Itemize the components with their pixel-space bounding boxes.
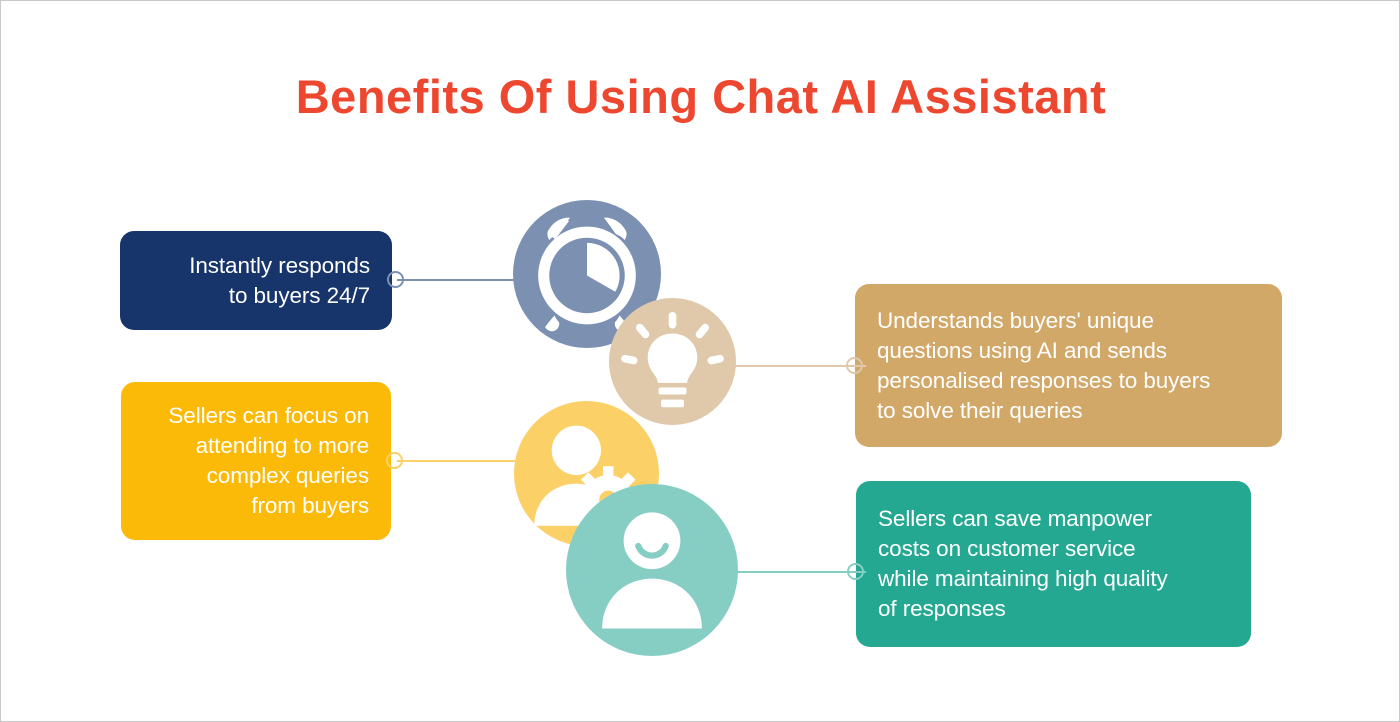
benefit-card-seller-focus: Sellers can focus on attending to more c…: [121, 382, 391, 540]
card-text-line: complex queries: [206, 463, 369, 488]
lightbulb-icon: [609, 298, 736, 425]
card-text-line: Understands buyers' unique: [877, 307, 1154, 333]
card-text-line: from buyers: [251, 493, 369, 518]
card-text-line: Sellers can save manpower: [878, 506, 1152, 531]
connector-ring-manpower: [847, 563, 864, 580]
card-text-line: of responses: [878, 596, 1006, 621]
card-text-line: Sellers can focus on: [168, 403, 369, 428]
card-text-line: Instantly responds: [189, 252, 370, 278]
benefit-card-understands-buyers: Understands buyers' unique questions usi…: [855, 284, 1282, 447]
card-text-line: while maintaining high quality: [878, 566, 1168, 591]
page-title: Benefits Of Using Chat AI Assistant: [295, 70, 1107, 123]
connector-line-instant-to-clock: [397, 279, 542, 281]
card-text-line: personalised responses to buyers: [877, 367, 1211, 393]
connector-line-focus-to-person: [397, 460, 542, 462]
connector-ring-understands: [846, 357, 863, 374]
connector-line-smile-to-manpower: [721, 571, 866, 573]
benefit-card-instant-response: Instantly responds to buyers 24/7: [120, 231, 392, 330]
card-text-line: to buyers 24/7: [228, 282, 370, 308]
card-text-line: attending to more: [195, 433, 370, 458]
connector-ring-focus: [386, 452, 403, 469]
card-text-line: costs on customer service: [878, 536, 1136, 561]
card-text-line: questions using AI and sends: [877, 337, 1167, 363]
card-text-line: to solve their queries: [877, 397, 1083, 423]
smiling-person-icon: [566, 484, 738, 656]
connector-line-bulb-to-understands: [721, 365, 866, 367]
benefit-card-save-manpower: Sellers can save manpower costs on custo…: [856, 481, 1251, 647]
connector-ring-instant: [387, 271, 404, 288]
